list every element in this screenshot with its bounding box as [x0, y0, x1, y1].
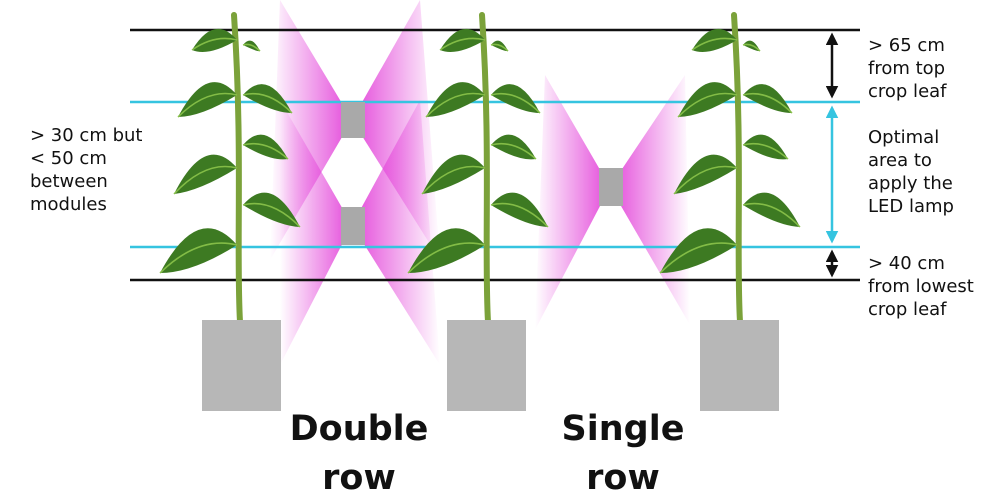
bottom-clearance-label: > 40 cm from lowest crop leaf: [868, 252, 974, 321]
leaf-vein: [242, 92, 293, 114]
leaf-shape: [743, 134, 788, 160]
plant-stem: [731, 12, 743, 325]
plant-stem: [479, 12, 491, 325]
bottom-clearance-line-1: > 40 cm: [868, 253, 945, 274]
double-row-line-1: Double: [289, 409, 429, 449]
leaf-vein: [742, 43, 761, 52]
top-clearance-line-1: > 65 cm: [868, 35, 945, 56]
module-spacing-line-2: < 50 cm: [30, 148, 107, 169]
light-beams-double-row: [270, 0, 440, 365]
leaf-shape: [674, 154, 737, 194]
bottom-clearance-line-3: crop leaf: [868, 299, 947, 320]
double-row-line-2: row: [322, 458, 396, 498]
leaf-shape: [178, 82, 237, 117]
pot-right: [700, 320, 779, 411]
leaf-vein: [425, 92, 486, 118]
beam-single-left: [535, 75, 610, 330]
leaf-vein: [173, 165, 238, 195]
pot-left: [202, 320, 281, 411]
plant-middle: [407, 12, 549, 325]
leaf-vein: [439, 37, 486, 51]
leaf-vein: [659, 242, 738, 274]
leaf-vein: [742, 92, 793, 114]
leaf-vein: [490, 92, 541, 114]
leaf-shape: [243, 84, 292, 114]
leaf-vein: [490, 142, 537, 160]
led-module-double-lower: [341, 207, 365, 245]
leaf-vein: [691, 37, 738, 51]
leaf-vein: [242, 142, 289, 160]
bottom-clearance-line-2: from lowest: [868, 276, 974, 297]
leaf-vein: [159, 242, 238, 274]
optimal-area-label: Optimal area to apply the LED lamp: [868, 126, 954, 218]
plant-stem: [231, 12, 243, 325]
leaf-vein: [177, 92, 238, 118]
module-spacing-line-3: between: [30, 171, 108, 192]
pot-middle: [447, 320, 526, 411]
leaf-shape: [174, 154, 237, 194]
leaf-vein: [407, 242, 486, 274]
leaf-shape: [408, 228, 485, 273]
leaf-vein: [490, 202, 549, 228]
led-module-double-upper: [341, 102, 365, 138]
leaf-shape: [678, 82, 737, 117]
module-spacing-line-1: > 30 cm but: [30, 125, 143, 146]
top-clearance-line-2: from top: [868, 58, 946, 79]
leaf-shape: [243, 192, 300, 227]
optimal-area-line-3: apply the: [868, 173, 953, 194]
leaf-shape: [743, 192, 800, 227]
leaf-shape: [491, 192, 548, 227]
leaf-shape: [491, 84, 540, 114]
leaf-shape: [160, 228, 237, 273]
single-row-line-1: Single: [561, 409, 685, 449]
led-module-single: [599, 168, 623, 206]
leaf-vein: [242, 43, 261, 52]
double-row-label: Double row: [284, 405, 434, 503]
single-row-line-2: row: [586, 458, 660, 498]
leaf-vein: [191, 37, 238, 51]
leaf-vein: [673, 165, 738, 195]
leaf-vein: [742, 202, 801, 228]
plant-right: [659, 12, 801, 325]
module-spacing-line-4: modules: [30, 194, 107, 215]
leaf-shape: [422, 154, 485, 194]
leaf-vein: [490, 43, 509, 52]
plant-left: [159, 12, 301, 325]
plants-layer: [159, 12, 801, 325]
leaf-shape: [660, 228, 737, 273]
leaf-shape: [426, 82, 485, 117]
leaf-vein: [677, 92, 738, 118]
single-row-label: Single row: [548, 405, 698, 503]
beam-lower-left: [280, 100, 352, 365]
leaf-vein: [421, 165, 486, 195]
leaf-vein: [742, 142, 789, 160]
leaf-shape: [243, 134, 288, 160]
optimal-area-line-1: Optimal: [868, 127, 940, 148]
top-clearance-line-3: crop leaf: [868, 81, 947, 102]
leaf-shape: [743, 84, 792, 114]
beam-lower-right: [352, 100, 440, 365]
top-clearance-label: > 65 cm from top crop leaf: [868, 34, 947, 103]
leaf-shape: [491, 134, 536, 160]
leaf-vein: [242, 202, 301, 228]
optimal-area-line-4: LED lamp: [868, 196, 954, 217]
optimal-area-line-2: area to: [868, 150, 932, 171]
module-spacing-label: > 30 cm but < 50 cm between modules: [30, 124, 142, 216]
